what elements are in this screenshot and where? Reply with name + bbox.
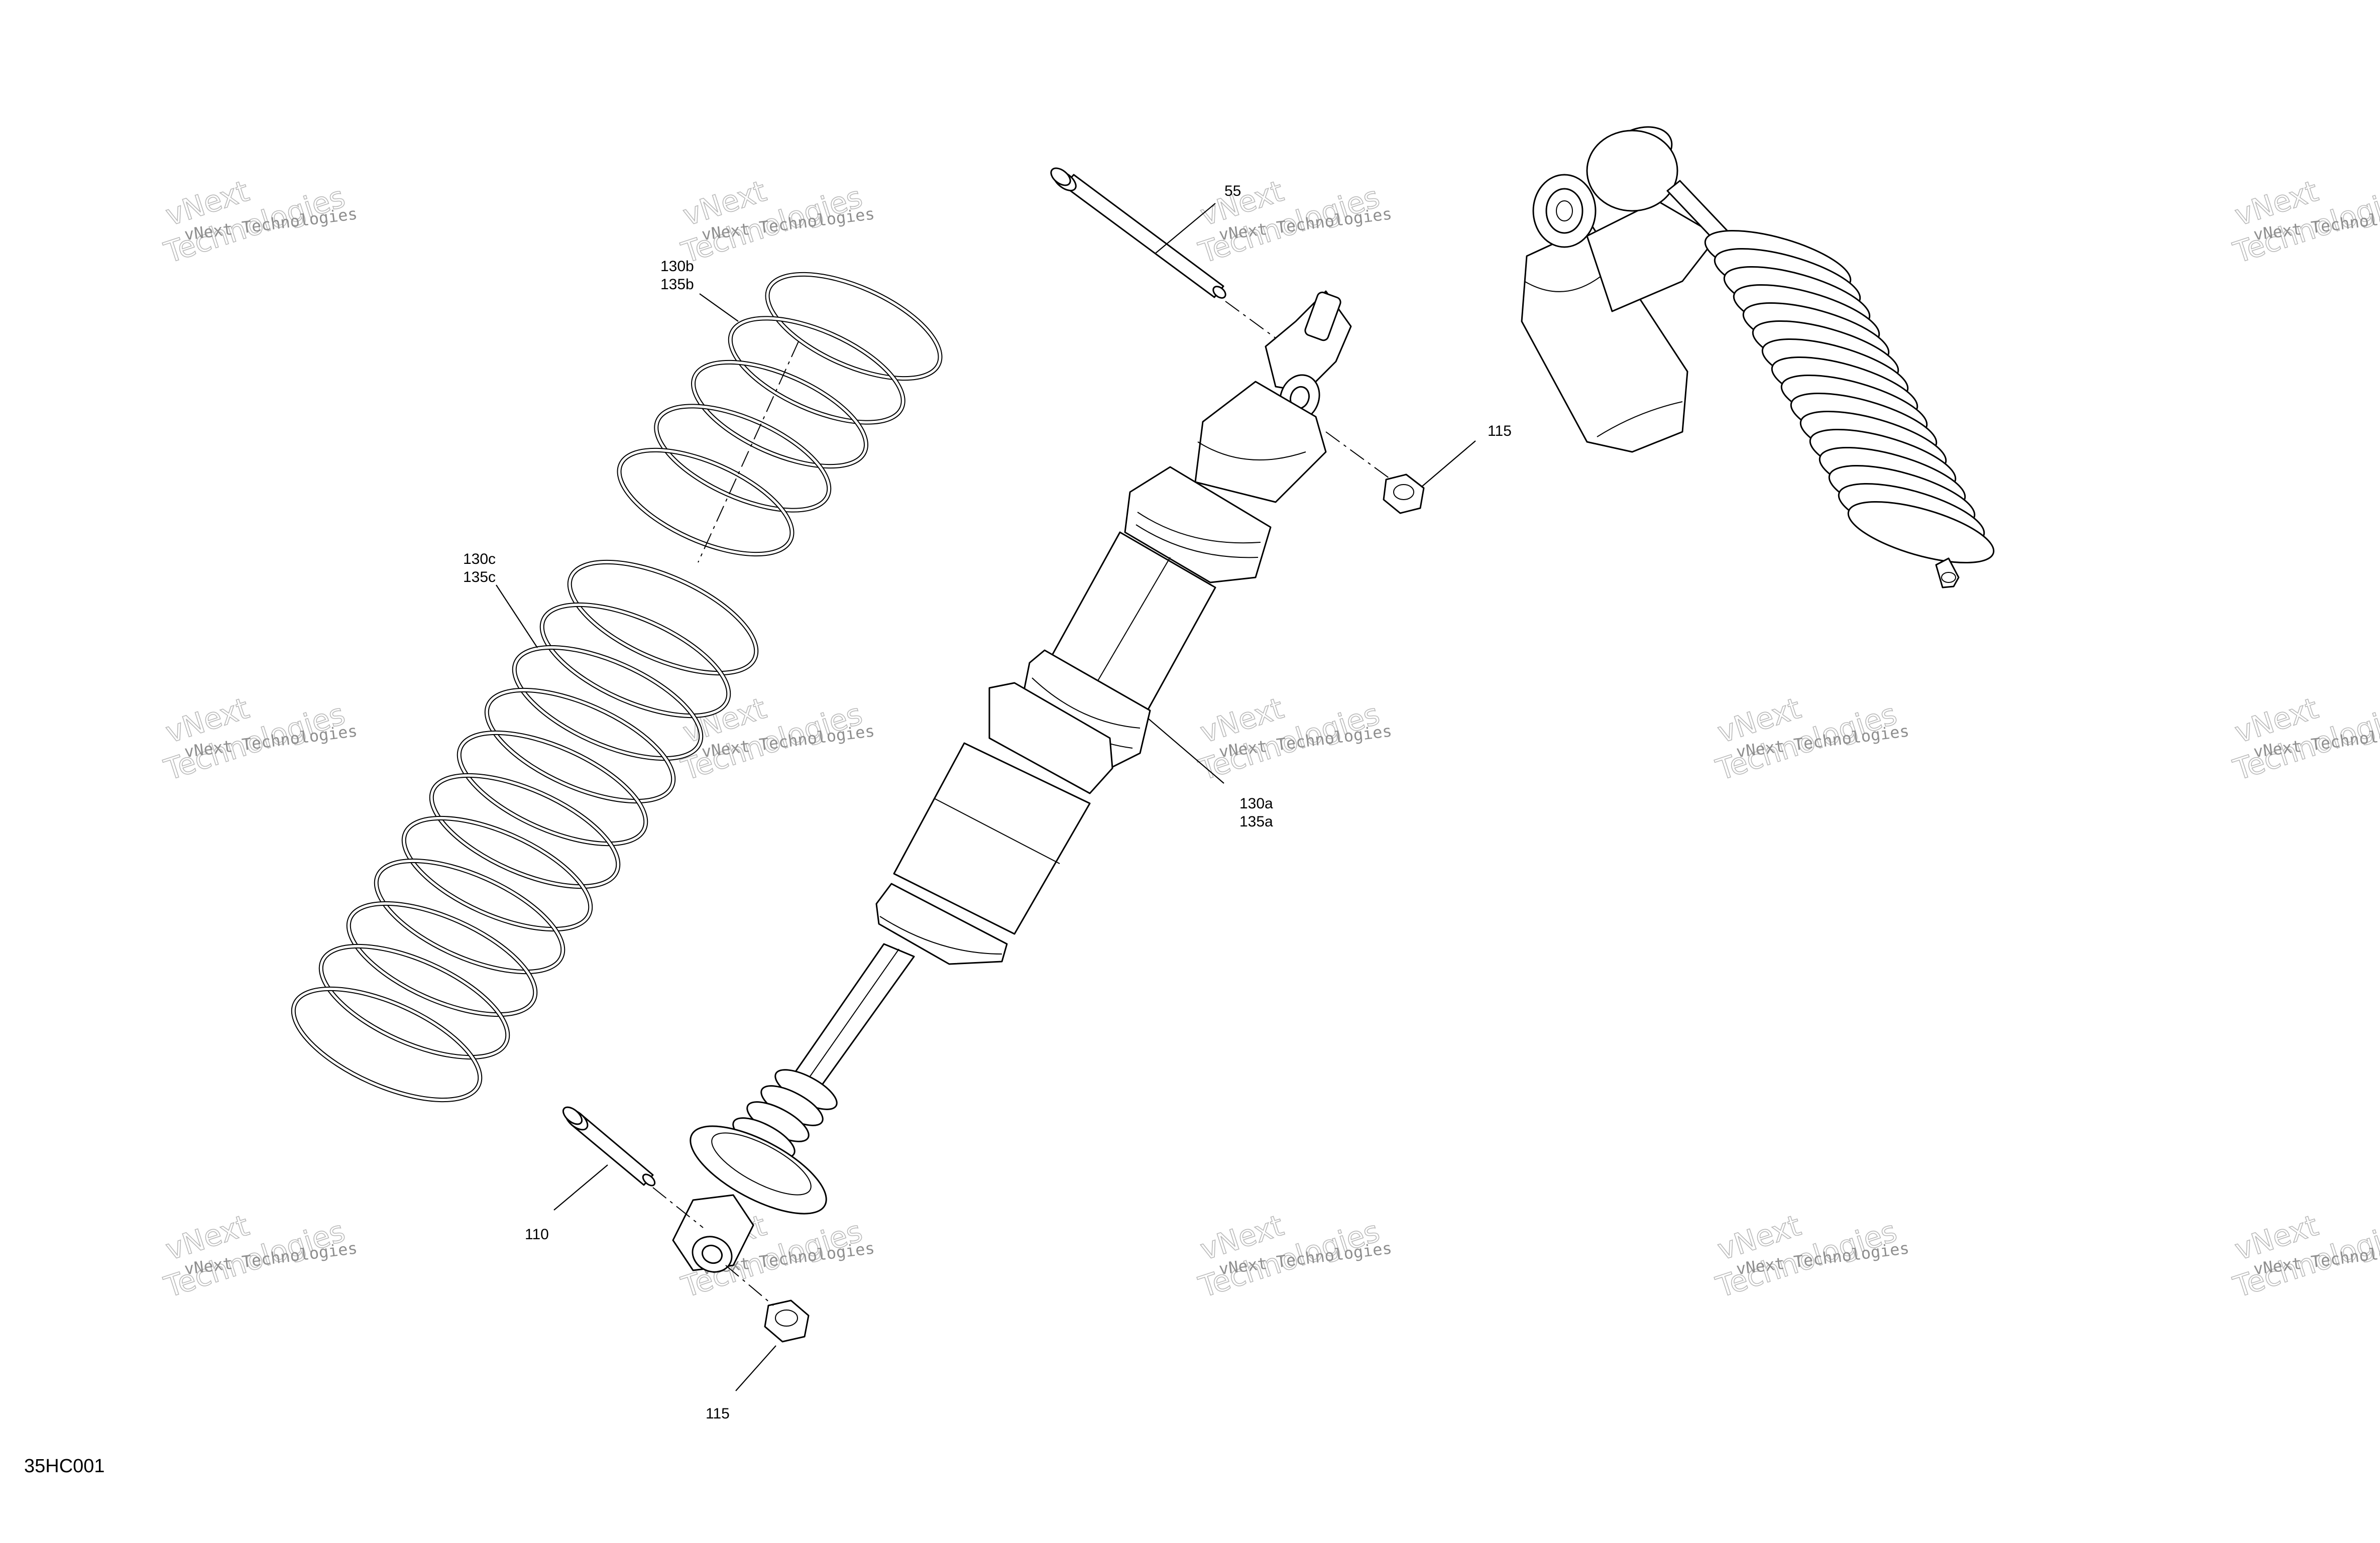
callout-115-bottom: 115	[706, 1405, 730, 1422]
callout-labels: 55 115 130b 135b 130c 135c 130a 135a 110…	[463, 183, 1512, 1422]
upper-coil-spring	[617, 272, 943, 557]
spring-coil-inner	[729, 317, 904, 424]
spring-coil-inner	[655, 405, 831, 512]
callout-55: 55	[1224, 183, 1241, 199]
spring-coil-inner	[618, 448, 794, 556]
leader-lines	[496, 203, 1476, 1391]
bolt-55-axis	[1225, 301, 1301, 357]
spring-coil-inner	[402, 816, 592, 931]
callout-135c: 135c	[463, 569, 496, 585]
spring-coil-inner	[347, 902, 537, 1016]
callout-130c: 130c	[463, 551, 496, 567]
callout-130a: 130a	[1239, 795, 1273, 812]
callout-135b: 135b	[660, 276, 694, 293]
spring-centerline	[698, 341, 799, 563]
spring-coil-inner	[568, 560, 758, 675]
nut-bottom-axis	[725, 1265, 774, 1306]
spring-coil-inner	[513, 646, 703, 760]
bolt-110	[562, 1106, 656, 1186]
spring-coil-inner	[292, 987, 482, 1102]
callout-130b-135b: 130b 135b	[660, 258, 698, 293]
callout-135a: 135a	[1239, 813, 1273, 830]
spring-coil-inner	[540, 603, 730, 718]
spring-coil-inner	[319, 944, 509, 1059]
assembled-coil	[1847, 501, 1995, 564]
nut-top-axis	[1325, 431, 1392, 480]
assembled-shock-view	[1521, 126, 1995, 588]
lower-coil-spring	[291, 559, 759, 1103]
spring-coil-inner	[766, 273, 942, 380]
diagram-id: 35HC001	[24, 1456, 105, 1477]
spring-coil-inner	[692, 361, 867, 468]
nut-115-top	[1383, 473, 1425, 514]
spring-coil-inner	[430, 774, 620, 888]
callout-130a-135a: 130a 135a	[1239, 795, 1277, 830]
bolt-110-axis	[652, 1187, 704, 1228]
assembled-spring-coils	[1704, 229, 1995, 564]
main-shock-absorber	[672, 290, 1352, 1273]
callout-130c-135c: 130c 135c	[463, 551, 500, 585]
spring-coil-inner	[485, 688, 675, 803]
bolt-55	[1050, 167, 1226, 299]
callout-130b: 130b	[660, 258, 694, 275]
spring-coil-inner	[375, 859, 564, 974]
nut-115-bottom	[764, 1299, 810, 1343]
spring-coil-inner	[458, 731, 647, 846]
callout-115-top: 115	[1488, 423, 1512, 439]
callout-110: 110	[525, 1226, 549, 1243]
